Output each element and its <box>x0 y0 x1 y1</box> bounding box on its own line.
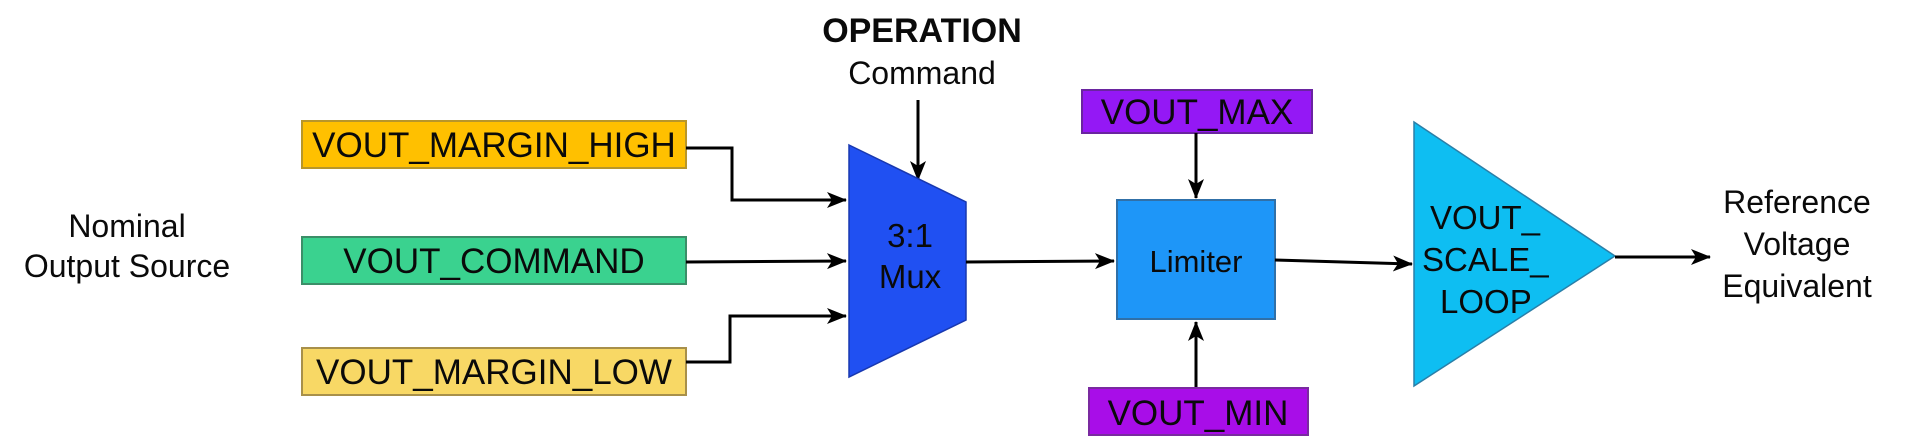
wire-command-to-mux <box>685 253 847 270</box>
nominal-output-source-label: Nominal Output Source <box>24 208 230 284</box>
wire-margin-low-to-mux <box>686 308 847 364</box>
input-vout-margin-low: VOUT_MARGIN_LOW <box>301 347 687 396</box>
limiter-box <box>1116 199 1276 320</box>
operation-command-label: OPERATION Command <box>822 12 1022 91</box>
vout-margin-low-box <box>301 347 687 396</box>
mux-shape <box>848 143 967 379</box>
reference-voltage-equivalent-label: Reference Voltage Equivalent <box>1722 184 1872 304</box>
operation-title: OPERATION <box>822 12 1022 50</box>
wire-mux-to-limiter <box>965 253 1115 270</box>
wire-margin-high-to-mux <box>686 146 847 208</box>
scale-loop-text-line2: SCALE_ <box>1422 241 1549 278</box>
mux-ratio-text: 3:1 <box>887 217 933 254</box>
vout-command-text: VOUT_COMMAND <box>343 242 644 281</box>
output-label-line1: Reference <box>1723 184 1871 220</box>
output-label-line2: Voltage <box>1744 226 1851 262</box>
scale-loop-text-line1: VOUT_ <box>1430 199 1541 236</box>
vout-min-text: VOUT_MIN <box>1108 394 1289 433</box>
limiter-text: Limiter <box>1149 244 1242 279</box>
input-vout-command: VOUT_COMMAND <box>301 236 687 285</box>
limit-vout-max: VOUT_MAX <box>1081 89 1313 134</box>
vout-margin-low-text: VOUT_MARGIN_LOW <box>316 353 672 392</box>
input-vout-margin-high: VOUT_MARGIN_HIGH <box>301 120 687 169</box>
limiter-block: Limiter <box>1116 199 1276 320</box>
source-label-line2: Output Source <box>24 248 230 284</box>
command-subtitle: Command <box>848 55 996 91</box>
limit-vout-min: VOUT_MIN <box>1088 387 1309 436</box>
scale-loop-text-line3: LOOP <box>1440 283 1532 320</box>
vout-margin-high-box <box>301 120 687 169</box>
mux-3-to-1: 3:1 Mux <box>848 143 967 379</box>
wire-limiter-to-scale-loop <box>1274 255 1413 272</box>
vout-min-box <box>1088 387 1309 436</box>
output-label-line3: Equivalent <box>1722 268 1872 304</box>
mux-label-text: Mux <box>879 258 942 295</box>
source-label-line1: Nominal <box>68 208 185 244</box>
vout-command-box <box>301 236 687 285</box>
vout-max-text: VOUT_MAX <box>1101 93 1294 132</box>
scale-loop-triangle <box>1413 120 1617 388</box>
vout-scale-loop-amplifier: VOUT_ SCALE_ LOOP <box>1413 120 1617 388</box>
vout-max-box <box>1081 89 1313 134</box>
vout-margin-high-text: VOUT_MARGIN_HIGH <box>312 126 676 165</box>
